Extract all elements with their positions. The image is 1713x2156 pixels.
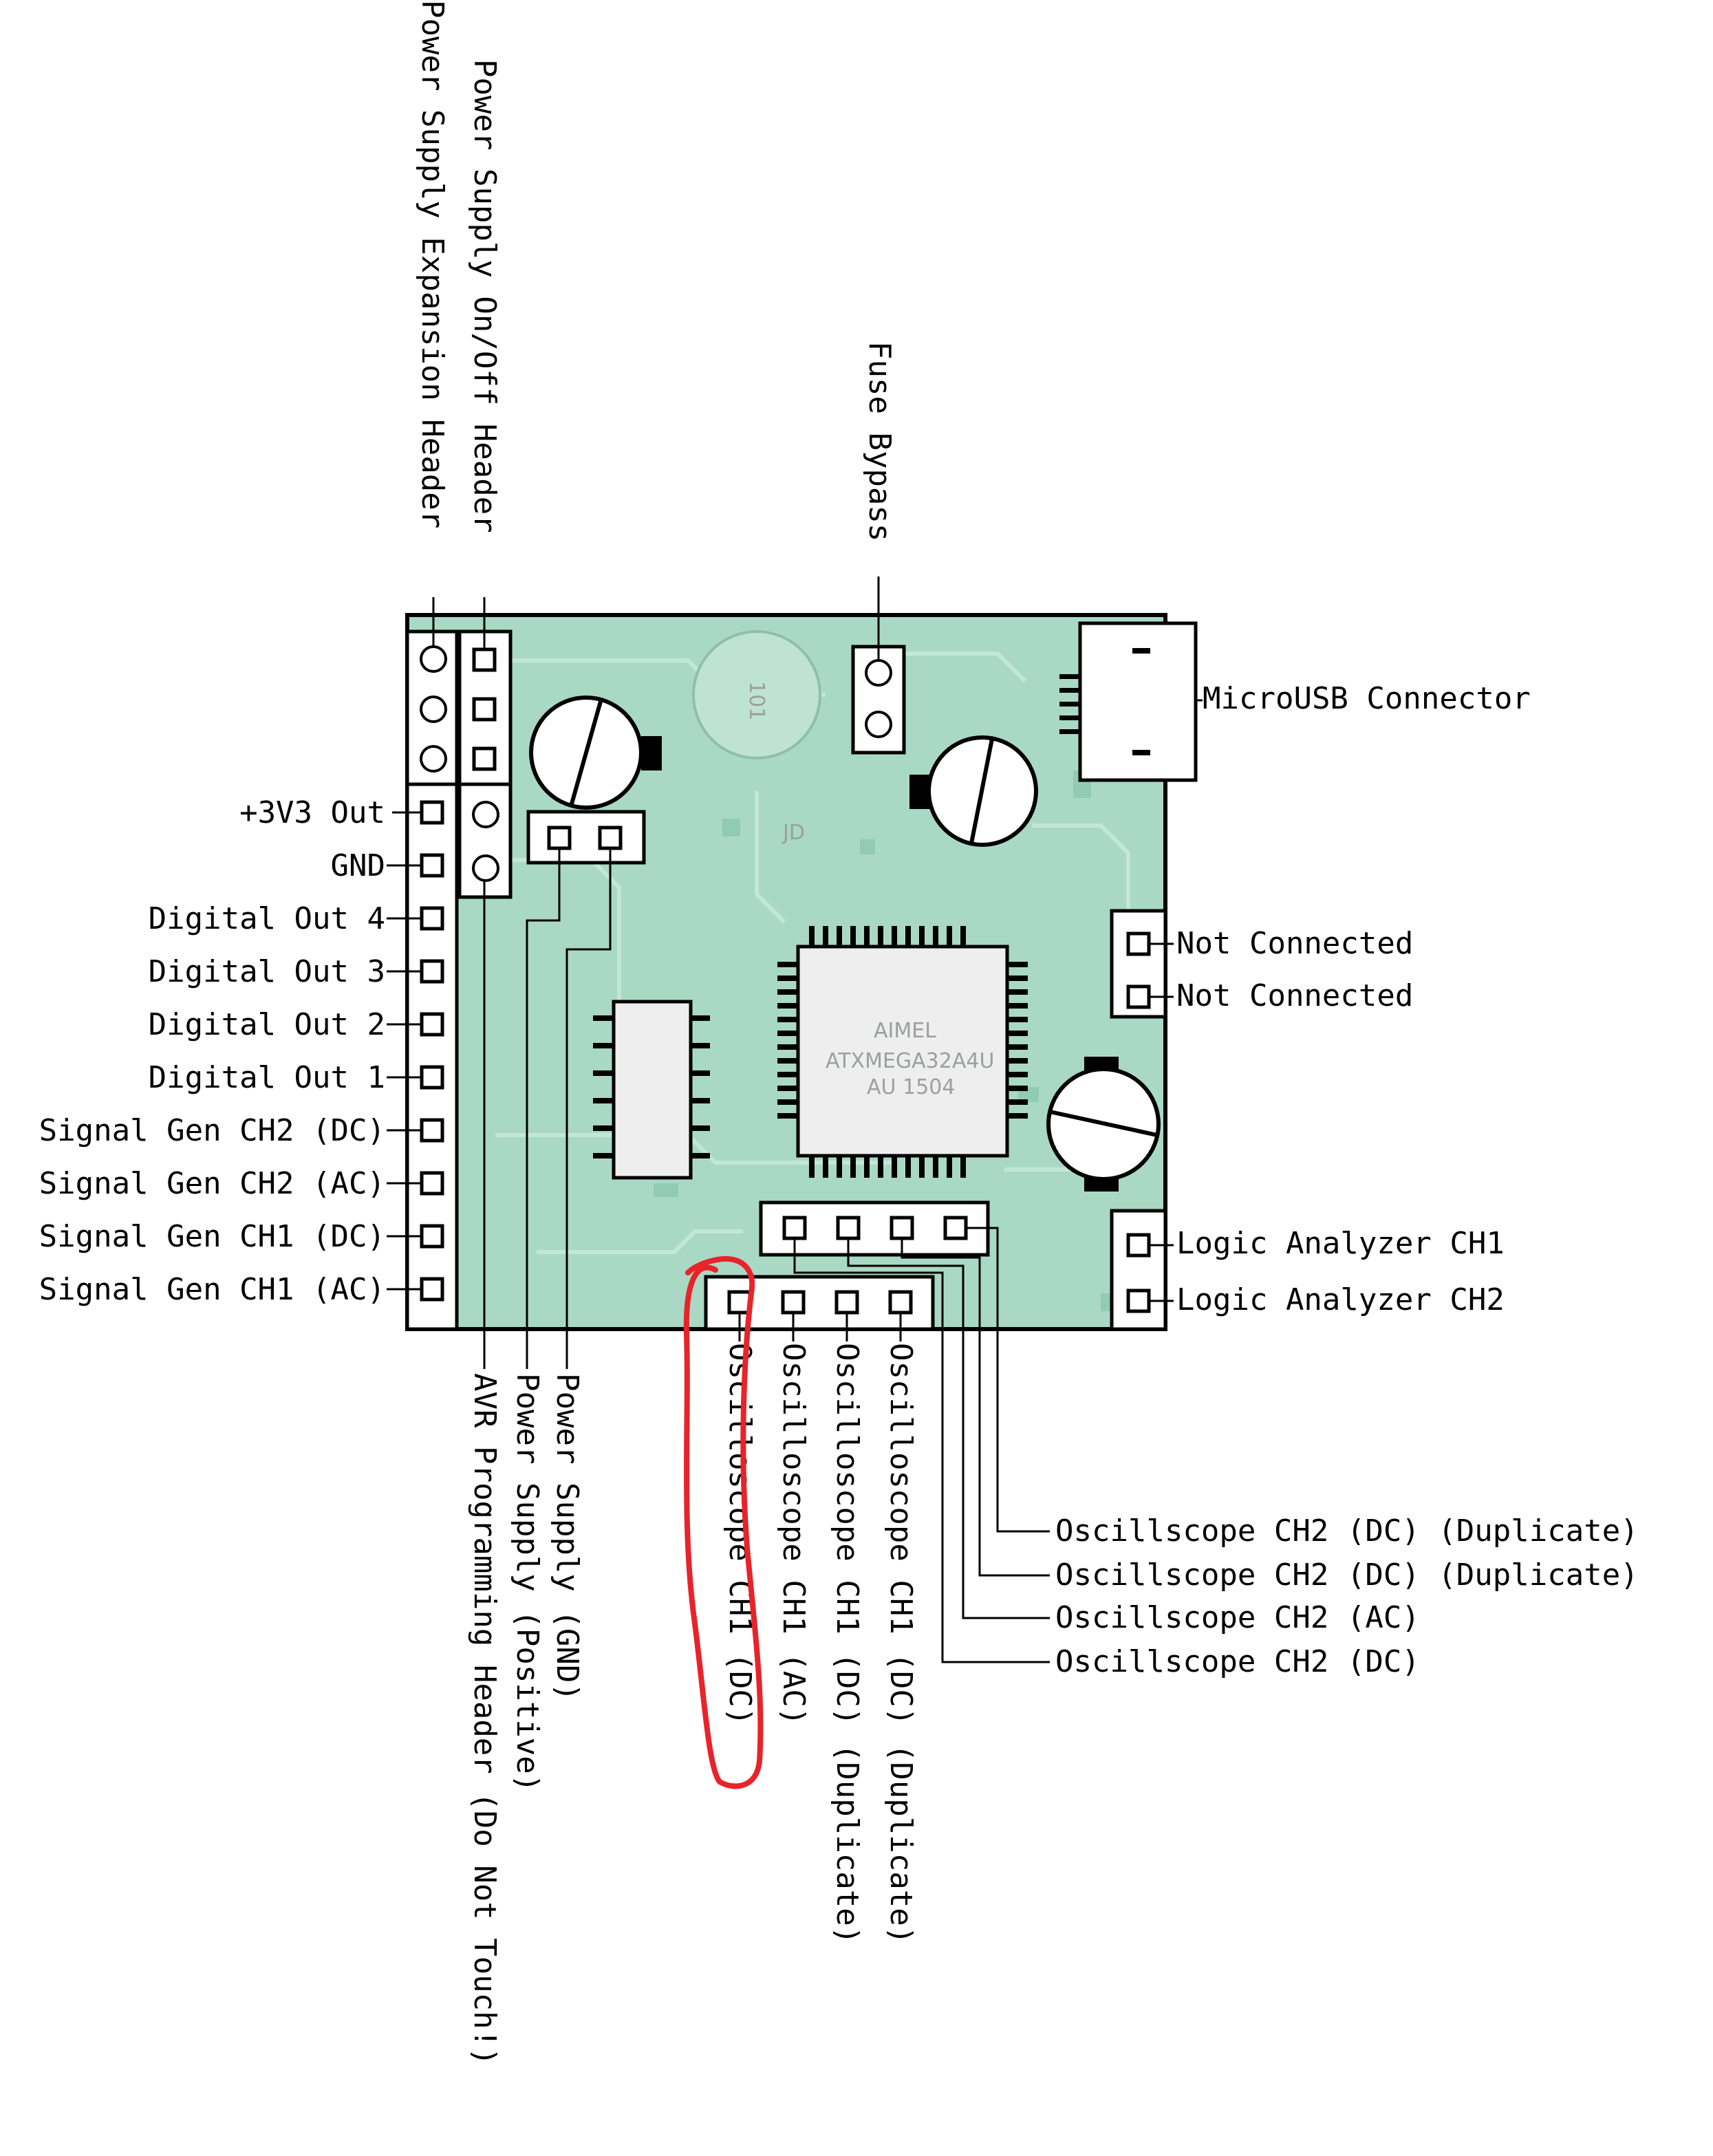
right-scope-labels: Oscillscope CH2 (DC) (Duplicate) Oscills… xyxy=(1055,1513,1639,1679)
scope-ch2-pad xyxy=(945,1218,966,1238)
not-connected-pad xyxy=(1128,934,1149,954)
ic-body xyxy=(614,1002,691,1178)
scope-ch2-pad xyxy=(784,1218,805,1238)
onoff-pad xyxy=(474,748,495,769)
fuse-pad xyxy=(866,712,891,737)
label-gnd: GND xyxy=(331,848,385,883)
inductor: 101 xyxy=(693,632,820,758)
pin-digital-out-4 xyxy=(422,908,442,929)
label-logic-ch2: Logic Analyzer CH2 xyxy=(1176,1282,1505,1317)
inductor-marking: 101 xyxy=(744,681,768,720)
label-digital-out-4: Digital Out 4 xyxy=(149,901,385,936)
logic-analyzer-header xyxy=(1112,1211,1165,1329)
pin-digital-out-1 xyxy=(422,1067,442,1088)
not-connected-pad xyxy=(1128,987,1149,1007)
logic-ch2-pad xyxy=(1128,1291,1149,1311)
microcontroller: AIMEL ATXMEGA32A4U AU 1504 xyxy=(777,926,1028,1178)
power-supply-header-body xyxy=(528,812,644,863)
label-not-connected-2: Not Connected xyxy=(1176,978,1413,1013)
left-labels: +3V3 Out GND Digital Out 4 Digital Out 3… xyxy=(39,795,385,1307)
usb-mark xyxy=(1132,648,1150,654)
label-digital-out-1: Digital Out 1 xyxy=(149,1060,385,1095)
label-3v3-out: +3V3 Out xyxy=(239,795,385,830)
bottom-labels: AVR Programming Header (Do Not Touch!) P… xyxy=(467,1343,918,2066)
logic-ch1-pad xyxy=(1128,1235,1149,1255)
scope-ch1-dup-pad xyxy=(837,1292,857,1313)
label-siggen-ch2-dc: Signal Gen CH2 (DC) xyxy=(39,1113,385,1148)
usb-mark xyxy=(1132,750,1150,755)
pin-siggen-ch1-dc xyxy=(422,1226,442,1247)
label-logic-ch1: Logic Analyzer CH1 xyxy=(1176,1226,1505,1261)
expansion-pad xyxy=(421,647,446,671)
mcu-code: AU 1504 xyxy=(867,1075,955,1099)
label-siggen-ch1-ac: Signal Gen CH1 (AC) xyxy=(39,1272,385,1307)
label-scope-ch2-dc-dup-1: Oscillscope CH2 (DC) (Duplicate) xyxy=(1055,1513,1639,1549)
fuse-pad xyxy=(866,660,891,685)
label-scope-ch1-dc-dup-2: Oscilloscope CH1 (DC) (Duplicate) xyxy=(883,1343,918,1944)
fuse-bypass-header xyxy=(853,647,904,753)
pin-siggen-ch2-dc xyxy=(422,1120,442,1141)
label-scope-ch2-dc-dup-2: Oscillscope CH2 (DC) (Duplicate) xyxy=(1055,1557,1639,1593)
avr-pad xyxy=(473,802,498,827)
expansion-pad xyxy=(421,697,446,722)
label-digital-out-2: Digital Out 2 xyxy=(149,1007,385,1042)
avr-programming-header xyxy=(460,784,510,897)
mcu-brand: AIMEL xyxy=(874,1019,936,1043)
power-supply-expansion-header xyxy=(407,632,457,784)
label-scope-ch2-dc: Oscillscope CH2 (DC) xyxy=(1055,1644,1420,1679)
pin-3v3 xyxy=(422,802,442,823)
label-microusb: MicroUSB Connector xyxy=(1203,681,1531,716)
pin-siggen-ch2-ac xyxy=(422,1173,442,1194)
avr-pad xyxy=(473,856,498,881)
onoff-pad xyxy=(474,699,495,720)
label-power-supply-expansion: Power Supply Expansion Header xyxy=(415,0,450,528)
scope-ch1-ac-pad xyxy=(783,1292,804,1313)
label-power-supply-onoff: Power Supply On/Off Header xyxy=(467,59,502,533)
pin-digital-out-2 xyxy=(422,1014,442,1035)
label-siggen-ch1-dc: Signal Gen CH1 (DC) xyxy=(39,1219,385,1254)
label-power-supply-gnd: Power Supply (GND) xyxy=(550,1373,585,1701)
label-fuse-bypass: Fuse Bypass xyxy=(862,341,897,541)
label-power-supply-positive: Power Supply (Positive) xyxy=(510,1373,545,1792)
label-siggen-ch2-ac: Signal Gen CH2 (AC) xyxy=(39,1166,385,1201)
pin-digital-out-3 xyxy=(422,961,442,982)
power-supply-header xyxy=(528,812,644,863)
not-connected-header xyxy=(1112,911,1165,1017)
pin-siggen-ch1-ac xyxy=(422,1279,442,1300)
label-scope-ch1-dc: Oscilloscope CH1 (DC) xyxy=(722,1343,757,1725)
power-onoff-header xyxy=(460,632,510,784)
scope-ch2-pad xyxy=(892,1218,912,1238)
label-digital-out-3: Digital Out 3 xyxy=(149,954,385,989)
label-scope-ch1-dc-dup-1: Oscilloscope CH1 (DC) (Duplicate) xyxy=(830,1343,865,1944)
label-scope-ch2-ac: Oscillscope CH2 (AC) xyxy=(1055,1600,1420,1635)
mcu-part: ATXMEGA32A4U xyxy=(826,1049,994,1073)
scope-ch1-dup-pad xyxy=(890,1292,911,1313)
pin-gnd xyxy=(422,855,442,876)
power-supply-positive-pad xyxy=(549,828,570,848)
label-avr-programming: AVR Programming Header (Do Not Touch!) xyxy=(467,1373,502,2066)
expansion-pad xyxy=(421,746,446,771)
onoff-pad xyxy=(474,649,495,670)
scope-ch2-pad xyxy=(838,1218,859,1238)
power-supply-gnd-pad xyxy=(600,828,621,848)
microusb-connector xyxy=(1059,623,1196,780)
board-marking: JD xyxy=(782,821,805,845)
label-scope-ch1-ac: Oscilloscope CH1 (AC) xyxy=(776,1343,811,1725)
usb-body xyxy=(1080,623,1196,780)
label-not-connected-1: Not Connected xyxy=(1176,926,1413,961)
